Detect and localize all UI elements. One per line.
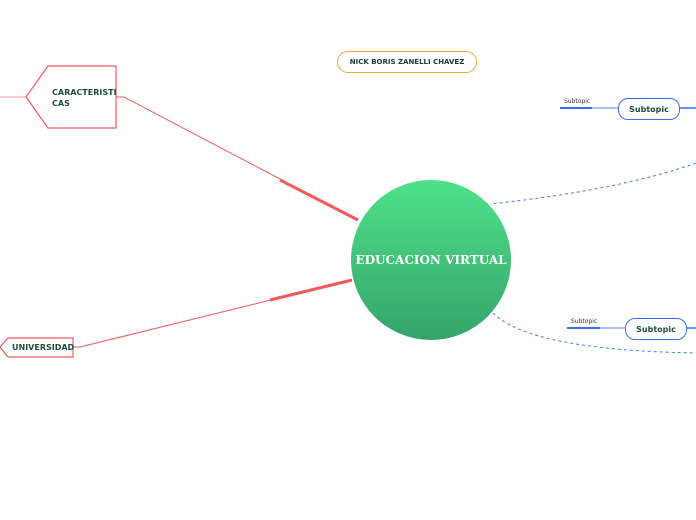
- dashed-link-bottom: [492, 312, 696, 354]
- topic-line: CAS: [52, 99, 70, 108]
- subtopic-node[interactable]: Subtopic: [618, 98, 680, 120]
- branch-universidad: [0, 278, 353, 358]
- subtopic-lines: [560, 107, 696, 329]
- topic-universidad[interactable]: UNIVERSIDAD: [12, 343, 75, 352]
- topic-caracteristicas[interactable]: CARACTERISTI CAS: [52, 87, 117, 109]
- subtopic-node[interactable]: Subtopic: [625, 318, 687, 340]
- branch-caracteristicas: [0, 65, 359, 222]
- author-label[interactable]: NICK BORIS ZANELLI CHAVEZ: [337, 51, 477, 73]
- subtopic-small-label[interactable]: Subtopic: [571, 318, 598, 325]
- topic-line: CARACTERISTI: [52, 88, 117, 97]
- central-topic[interactable]: EDUCACION VIRTUAL: [351, 180, 511, 340]
- dashed-link-top: [489, 162, 696, 205]
- subtopic-small-label[interactable]: Subtopic: [564, 98, 591, 105]
